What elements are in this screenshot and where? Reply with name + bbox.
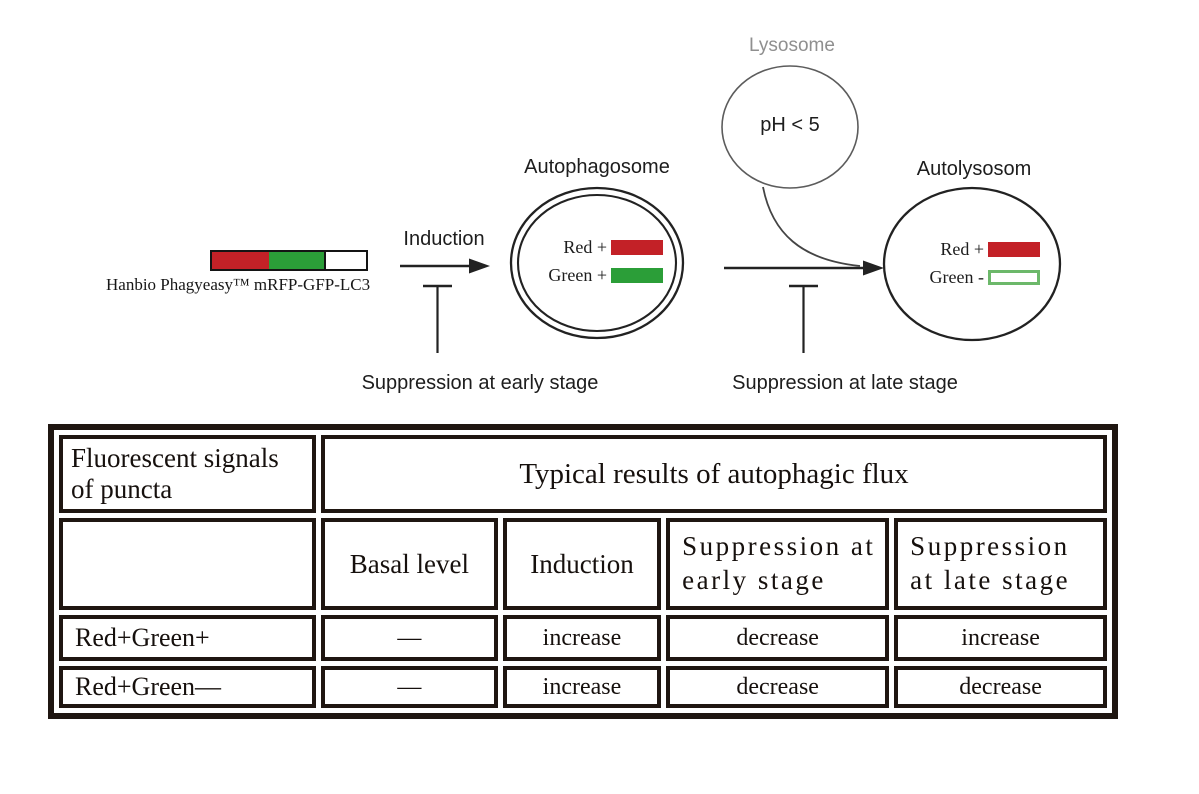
autophagosome-title: Autophagosome xyxy=(524,156,670,178)
span-header-cell: Typical results of autophagic flux xyxy=(321,435,1107,514)
red-signal-label: Red + xyxy=(940,239,984,259)
red-signal-label: Red + xyxy=(563,237,607,257)
cell-value: — xyxy=(321,615,498,662)
signal-row: Red + xyxy=(535,237,663,258)
cell-value: — xyxy=(321,666,498,709)
table-row: Red+Green— — increase decrease decrease xyxy=(59,666,1107,709)
cell-value: increase xyxy=(502,615,662,662)
inhibition-tbar-early-icon xyxy=(423,284,452,353)
red-signal-bar-icon xyxy=(988,242,1040,257)
suppression-early-label: Suppression at early stage xyxy=(361,372,599,394)
ph-label: pH < 5 xyxy=(760,114,820,136)
induction-arrow-icon xyxy=(400,258,490,274)
maturation-arrow-icon xyxy=(724,260,884,276)
autolysosome-title: Autolysosom xyxy=(916,158,1032,180)
lc3-segment xyxy=(324,252,366,269)
autophagosome-signals: Red + Green + xyxy=(535,237,663,286)
reporter-construct-bar xyxy=(210,250,368,271)
table-row: Red+Green+ — increase decrease increase xyxy=(59,615,1107,662)
suppression-late-label: Suppression at late stage xyxy=(732,372,958,394)
col-header-suppression-late: Suppression at late stage xyxy=(894,518,1107,611)
construct-label: Hanbio Phagyeasy™ mRFP-GFP-LC3 xyxy=(106,275,371,294)
lysosome-membrane-icon xyxy=(721,65,859,189)
autolysosome-signals: Red + Green - xyxy=(908,239,1040,288)
cell-value: decrease xyxy=(666,615,890,662)
results-table: Fluorescent signals of puncta Typical re… xyxy=(48,424,1118,720)
autolysosome-membrane-icon xyxy=(882,186,1062,342)
cell-value: decrease xyxy=(894,666,1107,709)
inhibition-tbar-late-icon xyxy=(789,284,818,353)
row-label-red-green-positive: Red+Green+ xyxy=(59,615,316,662)
row-label-red-green-negative: Red+Green— xyxy=(59,666,316,709)
induction-label: Induction xyxy=(403,228,485,250)
green-signal-label: Green + xyxy=(548,265,607,285)
empty-cell xyxy=(59,518,316,611)
col-header-basal: Basal level xyxy=(321,518,498,611)
green-signal-bar-icon xyxy=(611,268,663,283)
corner-header-cell: Fluorescent signals of puncta xyxy=(59,435,316,514)
mrfp-segment xyxy=(212,252,269,269)
cell-value: decrease xyxy=(666,666,890,709)
red-signal-bar-icon xyxy=(611,240,663,255)
lysosome-title: Lysosome xyxy=(749,35,835,56)
green-negative-signal-label: Green - xyxy=(929,267,984,287)
green-hollow-bar-icon xyxy=(988,270,1040,285)
column-header-row: Basal level Induction Suppression at ear… xyxy=(59,518,1107,611)
autophagy-flux-diagram: Hanbio Phagyeasy™ mRFP-GFP-LC3 Induction… xyxy=(106,35,1062,394)
col-header-induction: Induction xyxy=(502,518,662,611)
autophagosome-membrane-icon xyxy=(509,186,685,340)
table-header-row: Fluorescent signals of puncta Typical re… xyxy=(59,435,1107,514)
col-header-suppression-early: Suppression at early stage xyxy=(666,518,890,611)
cell-value: increase xyxy=(894,615,1107,662)
signal-row: Green + xyxy=(535,265,663,286)
signal-row: Green - xyxy=(908,267,1040,288)
signal-row: Red + xyxy=(908,239,1040,260)
cell-value: increase xyxy=(502,666,662,709)
diagram-shapes xyxy=(400,65,1062,353)
lysosome-fusion-curve-icon xyxy=(762,186,861,267)
gfp-segment xyxy=(269,252,324,269)
